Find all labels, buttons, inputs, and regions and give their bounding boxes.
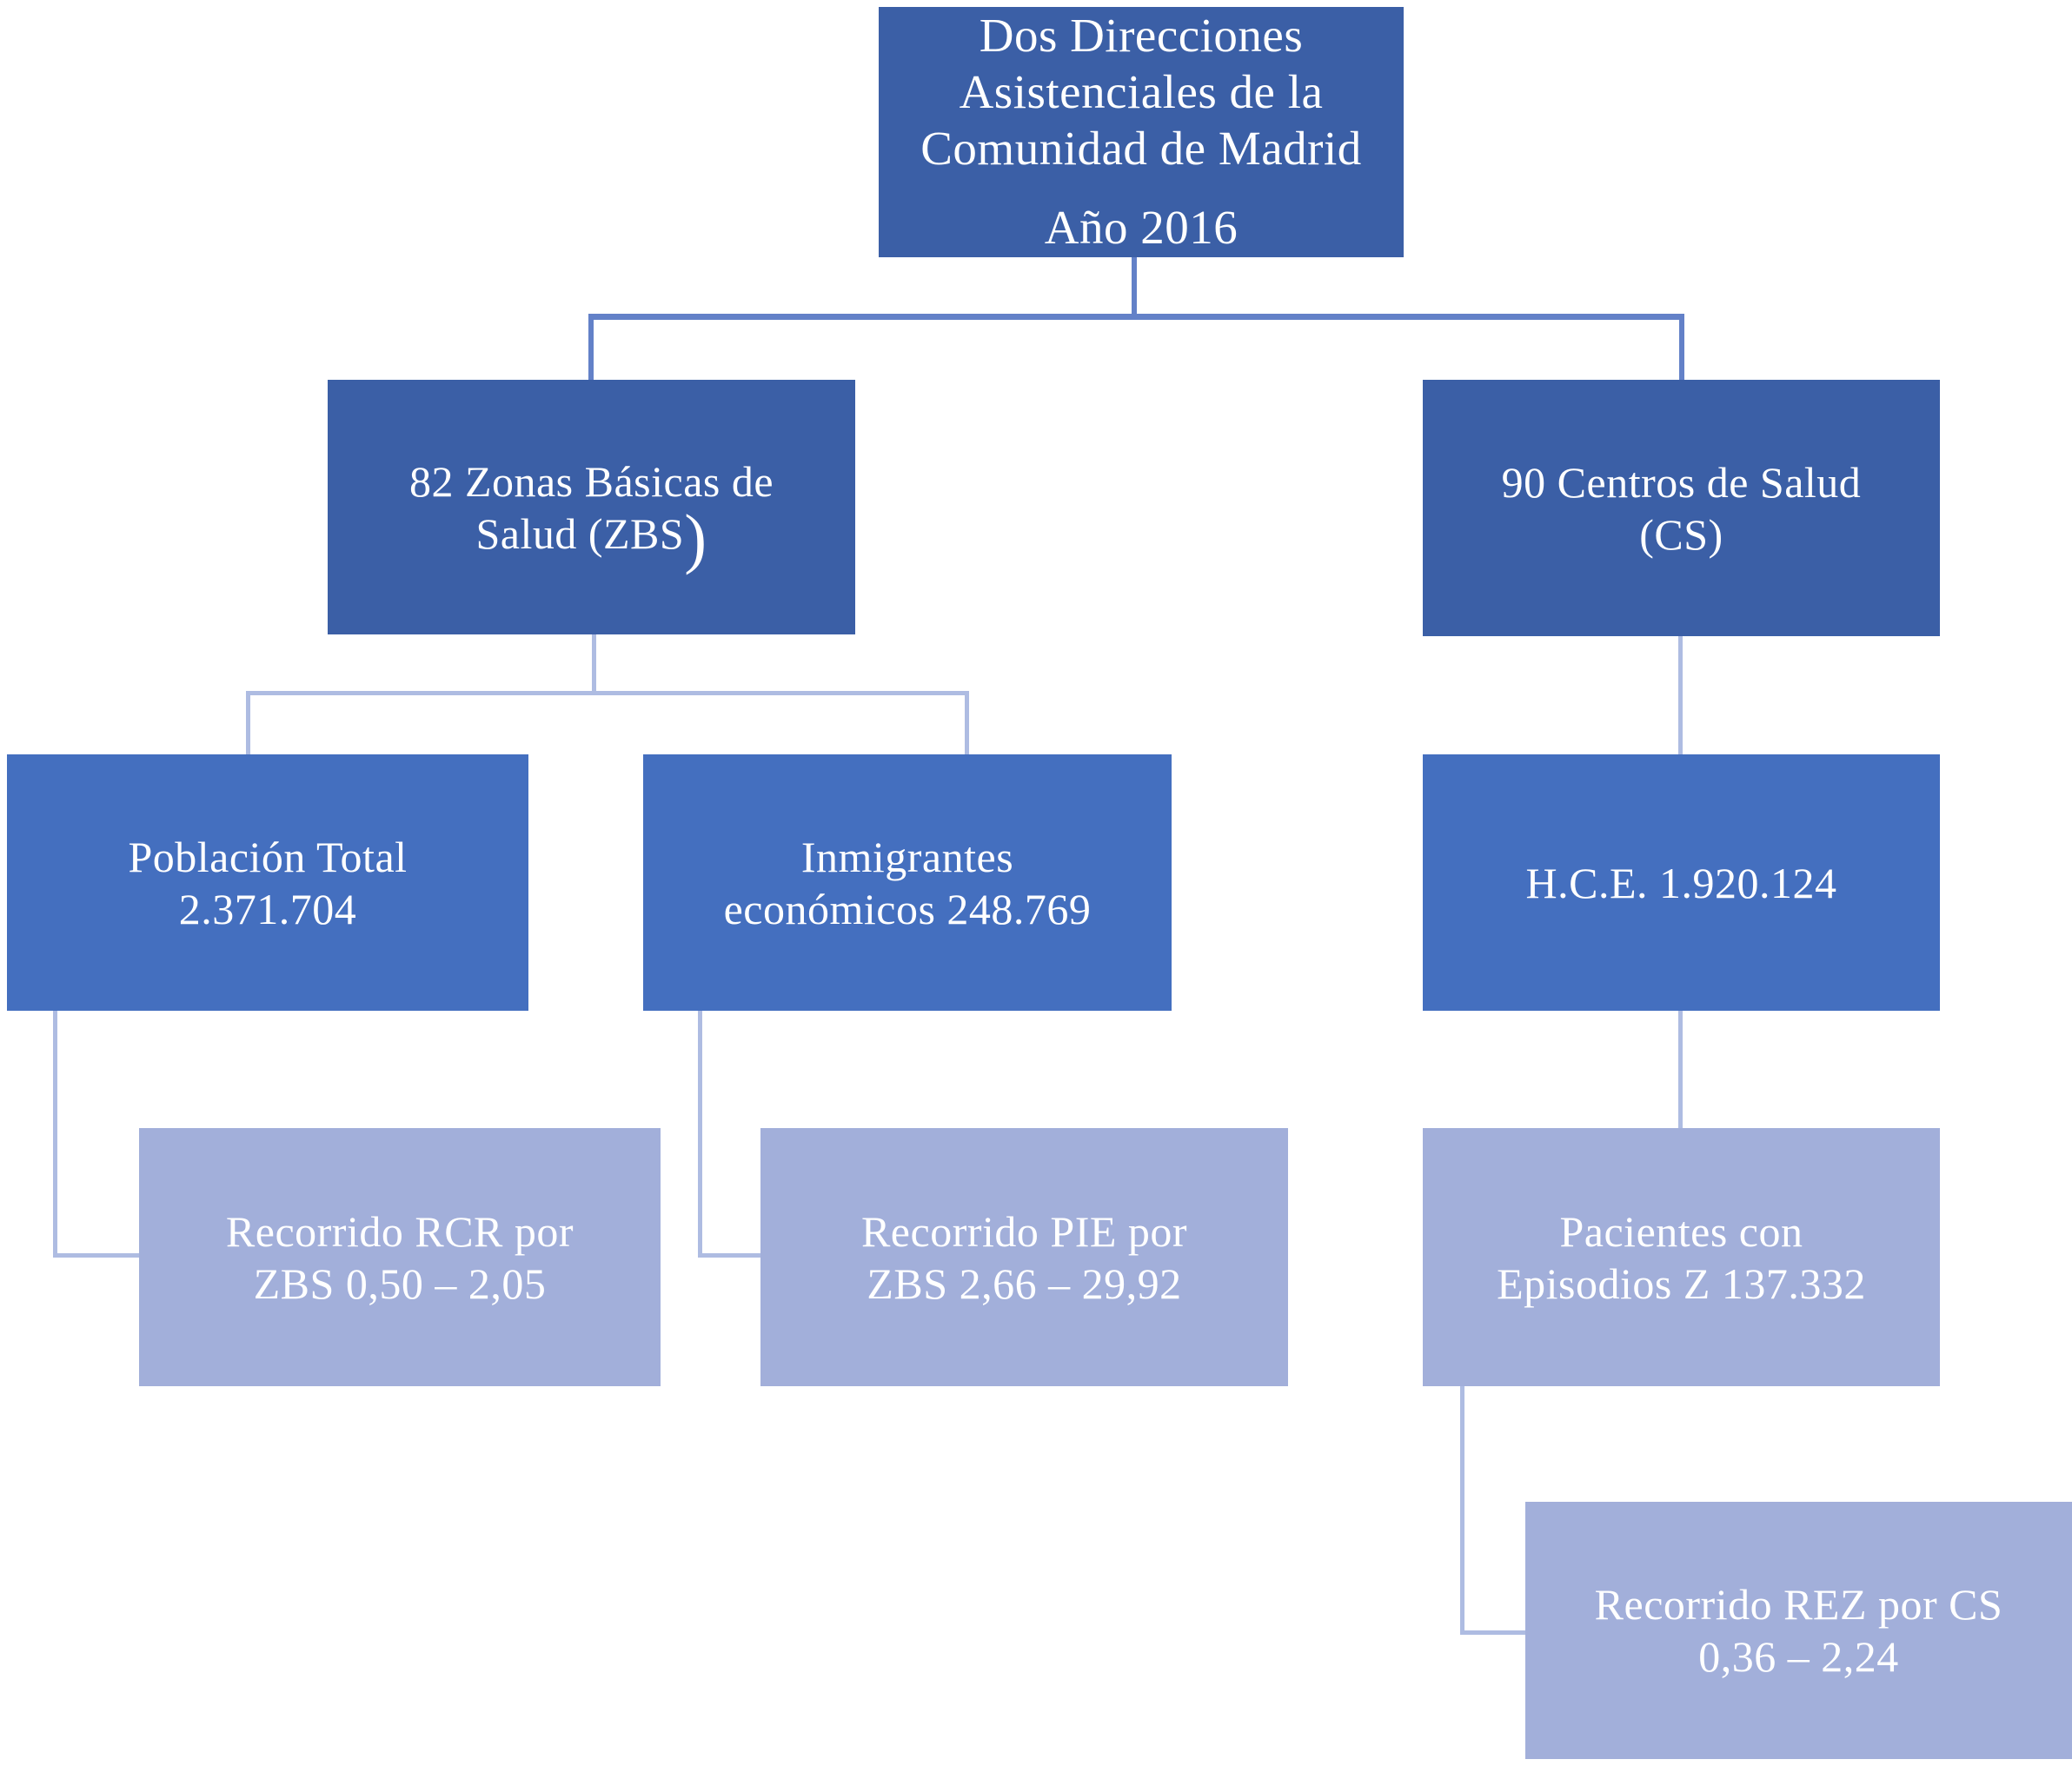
zbs-line1: 82 Zonas Básicas de: [408, 456, 774, 506]
connector-pacientes-elbow-horizontal: [1460, 1630, 1527, 1635]
connector-zbs-stem: [592, 634, 596, 695]
connector-hce-to-pacientes: [1678, 1011, 1683, 1128]
connector-root-stem: [1132, 257, 1137, 318]
node-centros-de-salud: 90 Centros de Salud(CS): [1423, 380, 1940, 636]
connector-poblacion-elbow-horizontal: [53, 1253, 141, 1258]
connector-level1-left-stem: [588, 314, 594, 380]
root-year: Año 2016: [1044, 200, 1239, 254]
cs-label: 90 Centros de Salud(CS): [1501, 457, 1862, 559]
hce-label: H.C.E. 1.920.124: [1525, 858, 1837, 907]
connector-inmigrantes-elbow-vertical: [698, 1011, 702, 1258]
connector-level2-horizontal: [246, 691, 969, 695]
connector-pacientes-elbow-vertical: [1460, 1386, 1464, 1635]
connector-level2-left-stem: [246, 691, 250, 754]
zbs-big-paren: ): [684, 500, 707, 575]
node-zonas-basicas-salud: 82 Zonas Básicas de Salud (ZBS): [328, 380, 855, 634]
connector-level1-right-stem: [1679, 314, 1684, 380]
connector-level2-right-stem: [965, 691, 969, 754]
node-hce: H.C.E. 1.920.124: [1423, 754, 1940, 1011]
connector-inmigrantes-elbow-horizontal: [698, 1253, 762, 1258]
connector-cs-to-hce: [1678, 636, 1683, 754]
connector-level1-horizontal: [588, 314, 1684, 320]
connector-poblacion-elbow-vertical: [53, 1011, 57, 1258]
zbs-line2: Salud (ZBS): [475, 500, 707, 575]
